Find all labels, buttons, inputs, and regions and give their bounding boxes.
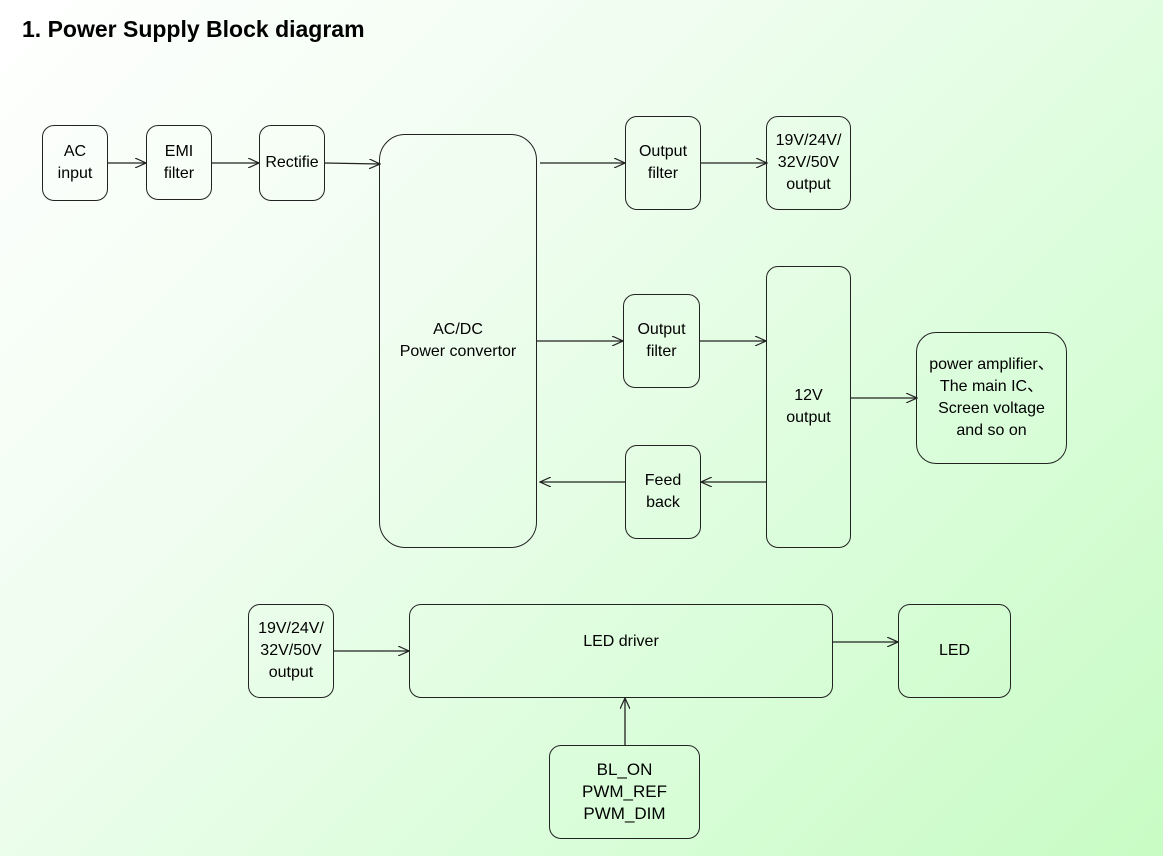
feedback-label: Feed back bbox=[644, 472, 682, 511]
control-signals-label: BL_ON PWM_REF PWM_DIM bbox=[582, 760, 667, 823]
acdc-converter-label: AC/DC Power convertor bbox=[399, 321, 517, 360]
output-bottom-block: 19V/24V/ 32V/50V output bbox=[248, 604, 334, 698]
output-filter-top-block: Output filter bbox=[625, 116, 701, 210]
output-filter-mid-block: Output filter bbox=[623, 294, 700, 388]
output-top-block: 19V/24V/ 32V/50V output bbox=[766, 116, 851, 210]
output-filter-mid-label: Output filter bbox=[637, 321, 686, 360]
output-bottom-label: 19V/24V/ 32V/50V output bbox=[258, 620, 324, 681]
led-driver-block: LED driver bbox=[409, 604, 833, 698]
output-top-label: 19V/24V/ 32V/50V output bbox=[775, 132, 842, 193]
loads-block: power amplifier、 The main IC、 Screen vol… bbox=[916, 332, 1067, 464]
emi-filter-label: EMI filter bbox=[163, 142, 195, 182]
loads-label: power amplifier、 The main IC、 Screen vol… bbox=[929, 356, 1054, 439]
led-driver-label: LED driver bbox=[583, 633, 659, 650]
output-12v-label: 12V output bbox=[786, 387, 831, 426]
emi-filter-block: EMI filter bbox=[146, 125, 212, 200]
rectifier-label: Rectifie bbox=[265, 154, 319, 171]
led-label: LED bbox=[938, 642, 971, 659]
ac-input-block: AC input bbox=[42, 125, 108, 201]
acdc-converter-block: AC/DC Power convertor bbox=[379, 134, 537, 548]
led-block: LED bbox=[898, 604, 1011, 698]
arrow-rectifier-to-acdc bbox=[324, 163, 380, 164]
ac-input-label: AC input bbox=[57, 143, 93, 182]
output-12v-block: 12V output bbox=[766, 266, 851, 548]
rectifier-block: Rectifie bbox=[259, 125, 325, 201]
output-filter-top-label: Output filter bbox=[638, 143, 688, 182]
feedback-block: Feed back bbox=[625, 445, 701, 539]
page-title: 1. Power Supply Block diagram bbox=[22, 16, 365, 42]
control-signals-block: BL_ON PWM_REF PWM_DIM bbox=[549, 745, 700, 839]
